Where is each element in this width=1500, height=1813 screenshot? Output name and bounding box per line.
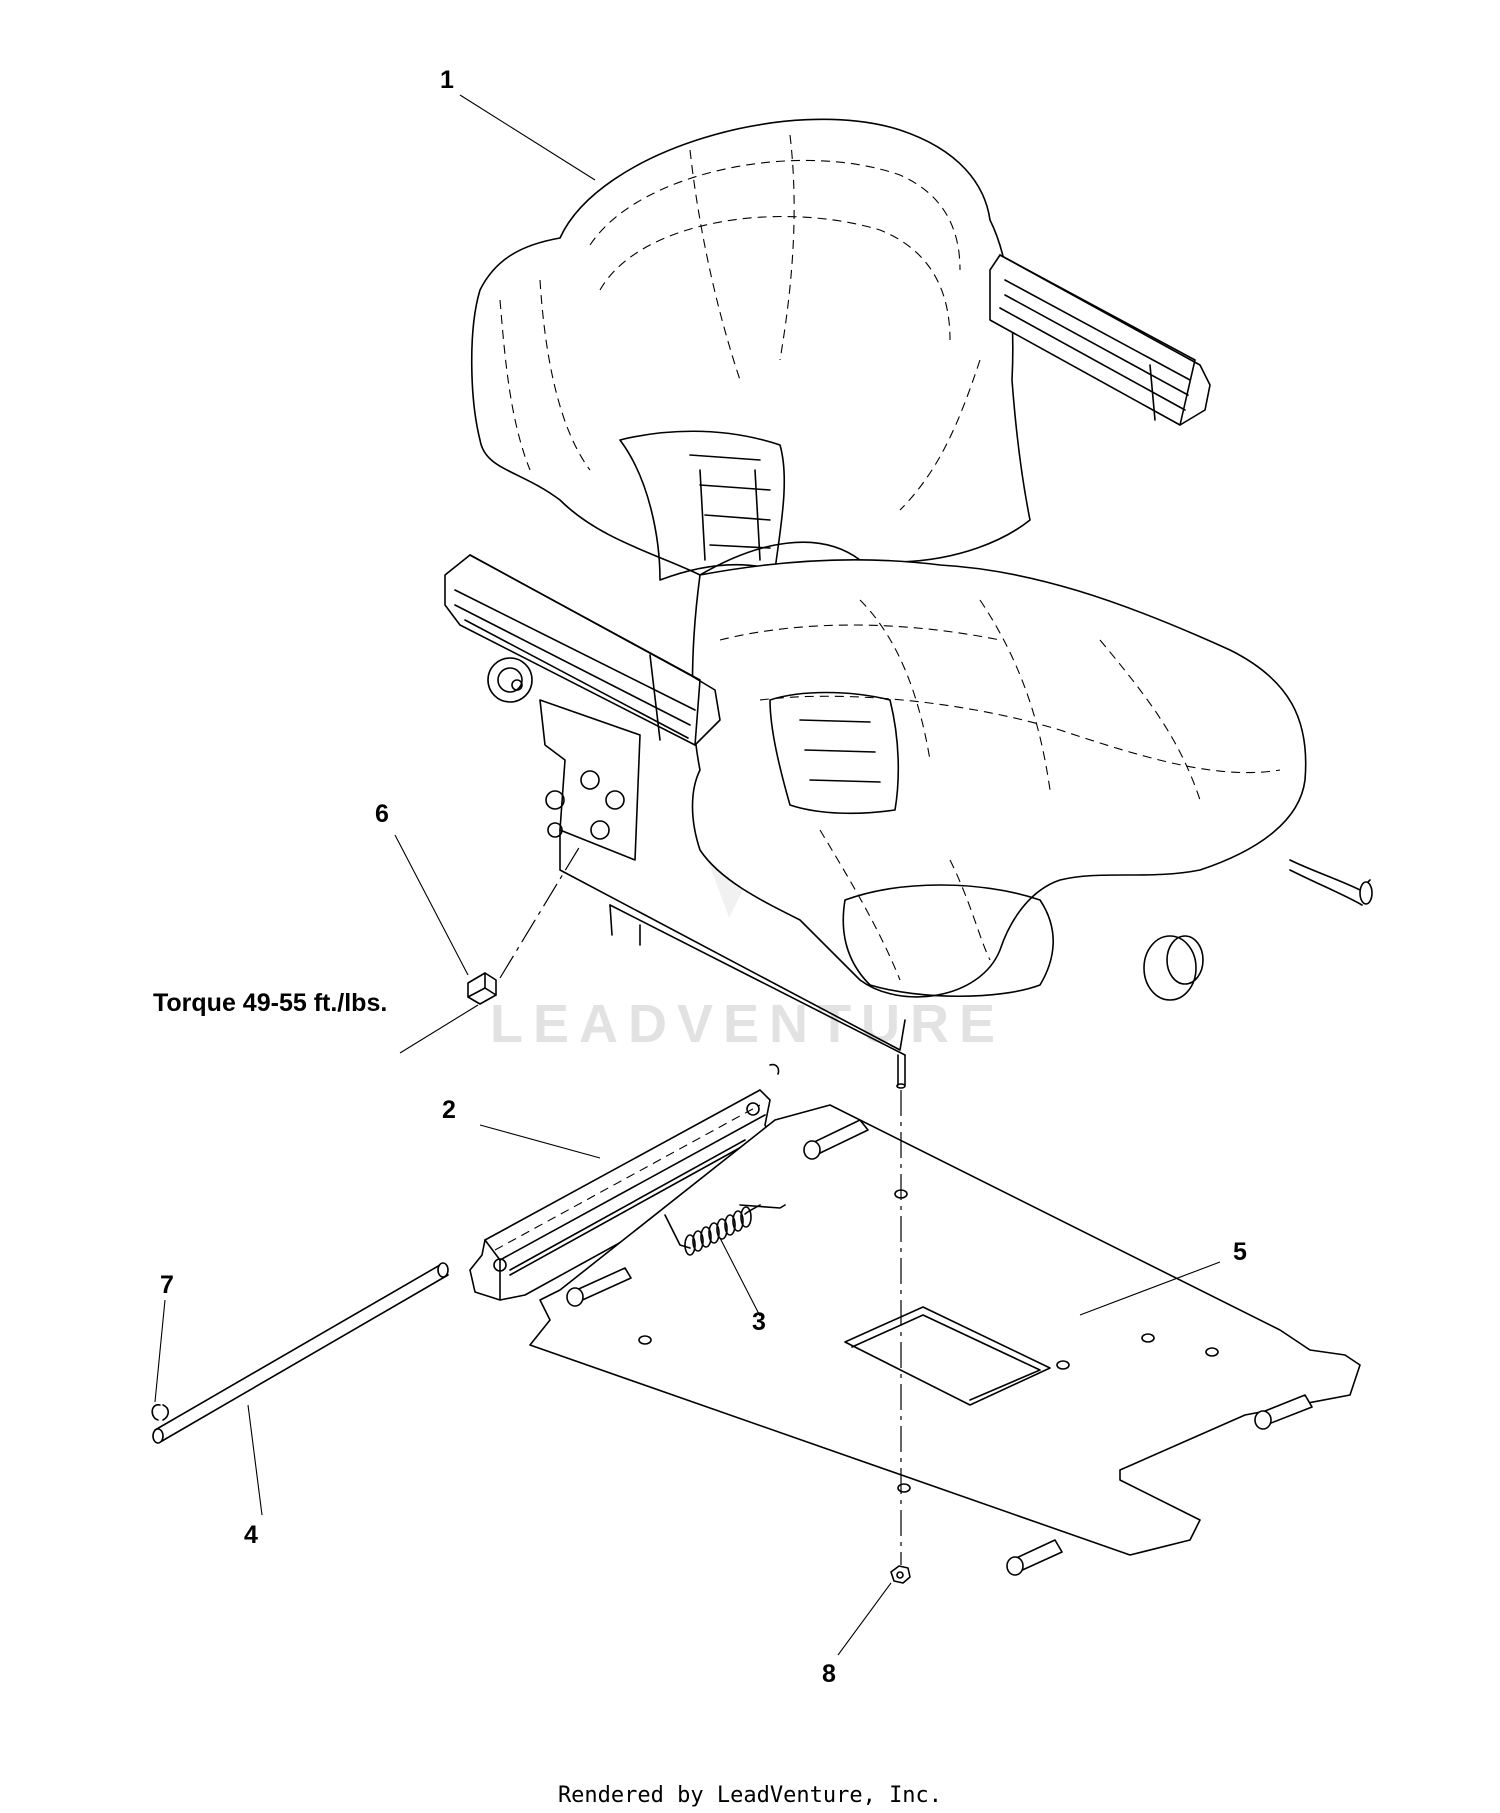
nut-part: [890, 1090, 911, 1584]
callout-5: 5: [1233, 1238, 1247, 1266]
callout-labels: 1 2 3 4 5 6 7 8: [160, 66, 1247, 1688]
callout-1: 1: [440, 66, 454, 94]
e-clip-part: [151, 1404, 170, 1421]
seat-part: [444, 118, 1373, 1089]
callout-4: 4: [244, 1521, 258, 1549]
leader-lines: [154, 94, 1221, 1656]
torque-note: Torque 49-55 ft./lbs.: [153, 989, 387, 1017]
adjust-knob-icon: [487, 657, 533, 703]
callout-8: 8: [822, 1660, 836, 1688]
callout-3: 3: [752, 1308, 766, 1336]
watermark-text: LEADVENTURE: [490, 994, 1005, 1054]
seat-plate-part: [529, 1104, 1361, 1576]
callout-6: 6: [375, 800, 389, 828]
slide-bracket-part: [469, 1063, 780, 1301]
pivot-rod-part: [152, 1262, 449, 1444]
spring-part: [664, 1204, 786, 1256]
bolt-part: [467, 845, 581, 1005]
callout-2: 2: [442, 1096, 456, 1124]
callout-7: 7: [160, 1271, 174, 1299]
rendered-by-footer: Rendered by LeadVenture, Inc.: [557, 1783, 943, 1808]
